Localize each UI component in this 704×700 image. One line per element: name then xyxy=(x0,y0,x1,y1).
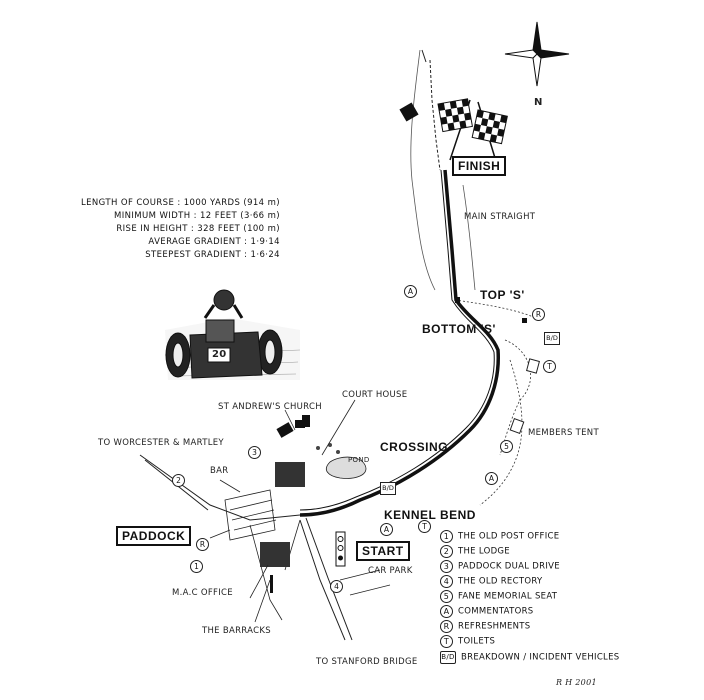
marker-4: 4 xyxy=(330,580,343,593)
stat-length: LENGTH OF COURSE : 1000 YARDS (914 m) xyxy=(81,198,280,208)
pond-label: POND xyxy=(348,456,370,464)
buildings xyxy=(260,297,527,593)
racing-car-illustration xyxy=(164,289,301,380)
bottom-s-label: BOTTOM 'S' xyxy=(422,322,496,336)
top-s-label: TOP 'S' xyxy=(480,288,525,302)
legend-symbol: A xyxy=(440,605,453,618)
legend-symbol: T xyxy=(440,635,453,648)
legend-symbol: B/D xyxy=(440,651,456,664)
start-label: START xyxy=(356,541,410,561)
court-house-label: COURT HOUSE xyxy=(342,390,408,400)
hill-outline xyxy=(410,49,476,291)
compass-rose-icon xyxy=(504,21,570,87)
members-tent-icon xyxy=(509,418,525,434)
marker-5: 5 xyxy=(500,440,513,453)
mac-office-label: M.A.C OFFICE xyxy=(172,588,233,598)
road-stanford xyxy=(299,517,353,641)
course-road xyxy=(299,169,500,517)
marker-bd-top: B/D xyxy=(544,332,560,345)
marker-1: 1 xyxy=(190,560,203,573)
car-number: 20 xyxy=(212,349,227,360)
church-label: ST ANDREW'S CHURCH xyxy=(218,402,322,412)
main-straight-label: MAIN STRAIGHT xyxy=(464,212,536,222)
legend-symbol: 5 xyxy=(440,590,453,603)
stat-min-width: MINIMUM WIDTH : 12 FEET (3·66 m) xyxy=(114,211,280,221)
finish-label: FINISH xyxy=(452,156,507,176)
marker-2: 2 xyxy=(172,474,185,487)
barracks-label: THE BARRACKS xyxy=(202,626,271,636)
artist-signature: R H 2001 xyxy=(556,678,597,687)
kennel-bend-label: KENNEL BEND xyxy=(384,508,476,522)
paddock-stalls xyxy=(224,489,277,541)
legend-symbol: 2 xyxy=(440,545,453,558)
to-stanford-label: TO STANFORD BRIDGE xyxy=(316,657,418,667)
north-label: N xyxy=(534,97,543,108)
legend-symbol: 1 xyxy=(440,530,453,543)
legend-symbol: R xyxy=(440,620,453,633)
paddock-label: PADDOCK xyxy=(116,526,192,546)
marker-t-low: T xyxy=(418,520,431,533)
to-worcester-label: TO WORCESTER & MARTLEY xyxy=(98,438,224,448)
course-stats: LENGTH OF COURSE : 1000 YARDS (914 m) MI… xyxy=(81,198,280,268)
legend-symbol: 3 xyxy=(440,560,453,573)
stat-rise: RISE IN HEIGHT : 328 FEET (100 m) xyxy=(116,224,280,234)
stat-steepest-gradient: STEEPEST GRADIENT : 1·6·24 xyxy=(145,250,280,260)
legend-symbol: 4 xyxy=(440,575,453,588)
marker-3: 3 xyxy=(248,446,261,459)
pond xyxy=(326,456,367,479)
members-tent-label: MEMBERS TENT xyxy=(528,428,599,438)
stat-avg-gradient: AVERAGE GRADIENT : 1·9·14 xyxy=(148,237,280,247)
crossing-label: CROSSING xyxy=(380,440,449,454)
marker-bd-mid: B/D xyxy=(380,482,396,495)
north-track xyxy=(429,59,441,171)
car-park-label: CAR PARK xyxy=(368,566,413,576)
chequered-flags-icon xyxy=(399,98,508,161)
marker-t-top: T xyxy=(543,360,556,373)
marker-r-top: R xyxy=(532,308,545,321)
marker-a-mid: A xyxy=(485,472,498,485)
bar-label: BAR xyxy=(210,466,229,476)
marker-a-top: A xyxy=(404,285,417,298)
marker-r-low: R xyxy=(196,538,209,551)
marker-a-low: A xyxy=(380,523,393,536)
